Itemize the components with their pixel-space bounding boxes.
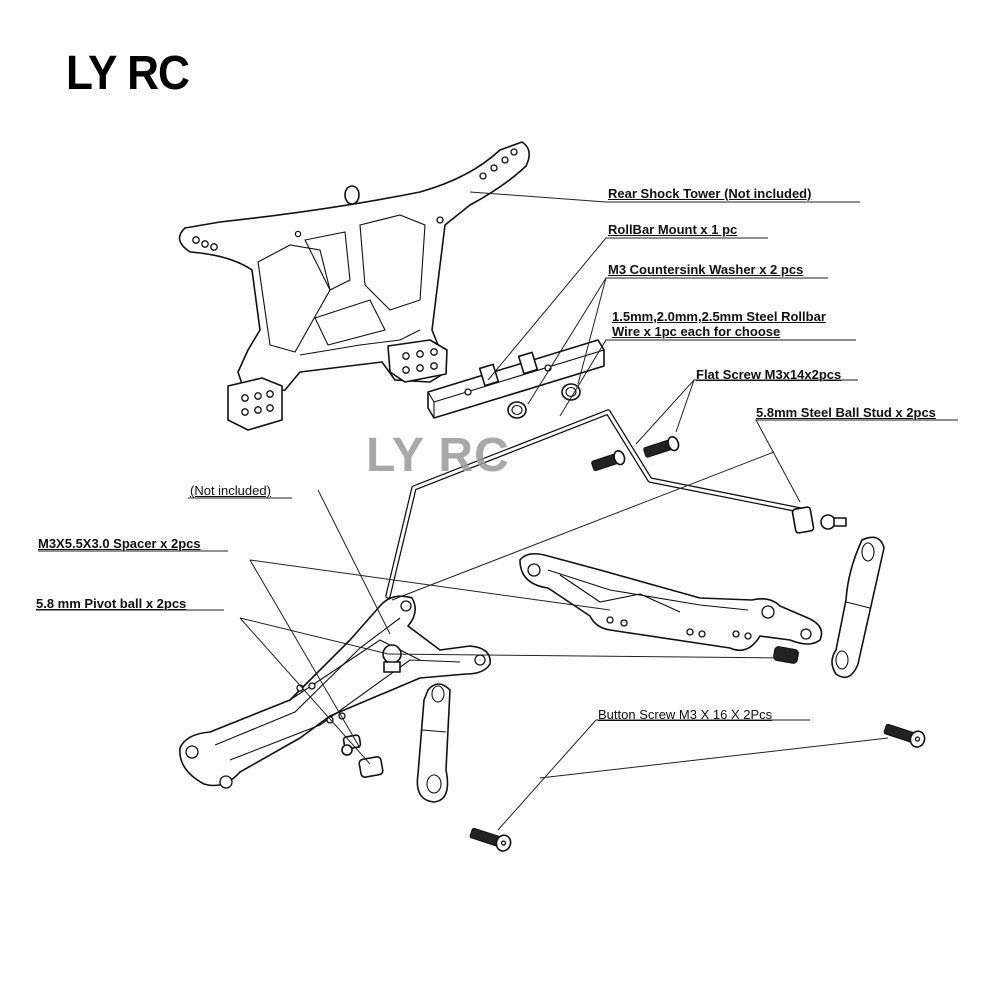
- center-link-part: [416, 683, 451, 803]
- countersink-washer-part: [507, 383, 581, 419]
- label-rollbar-wire-line2: Wire x 1pc each for choose: [612, 324, 781, 339]
- brand-logo: LY RC: [66, 47, 190, 100]
- right-suspension-arm-part: [519, 552, 823, 664]
- label-ball-stud: 5.8mm Steel Ball Stud x 2pcs: [756, 405, 936, 420]
- button-screw-part: [469, 723, 926, 852]
- label-button-screw: Button Screw M3 X 16 X 2Pcs: [598, 707, 773, 722]
- rear-shock-tower-part: [178, 141, 530, 431]
- link-rod-part: [831, 536, 885, 679]
- label-flat-screw: Flat Screw M3x14x2pcs: [696, 367, 842, 382]
- label-not-included: (Not included): [190, 483, 271, 498]
- label-rear-shock-tower: Rear Shock Tower (Not included): [608, 186, 812, 201]
- label-rollbar-mount: RollBar Mount x 1 pc: [608, 222, 738, 237]
- label-rollbar-wire-line1: 1.5mm,2.0mm,2.5mm Steel Rollbar: [612, 309, 826, 324]
- label-spacer: M3X5.5X3.0 Spacer x 2pcs: [38, 536, 201, 551]
- watermark-text: LY RC: [366, 429, 510, 482]
- rollbar-mount-part: [427, 339, 605, 419]
- rollbar-wire-part: [385, 409, 803, 599]
- leader-lines: [36, 191, 958, 831]
- label-pivot-ball: 5.8 mm Pivot ball x 2pcs: [36, 596, 187, 611]
- label-countersink-washer: M3 Countersink Washer x 2 pcs: [608, 262, 804, 277]
- steel-ball-stud-part: [791, 506, 847, 534]
- flat-screw-part: [591, 436, 680, 472]
